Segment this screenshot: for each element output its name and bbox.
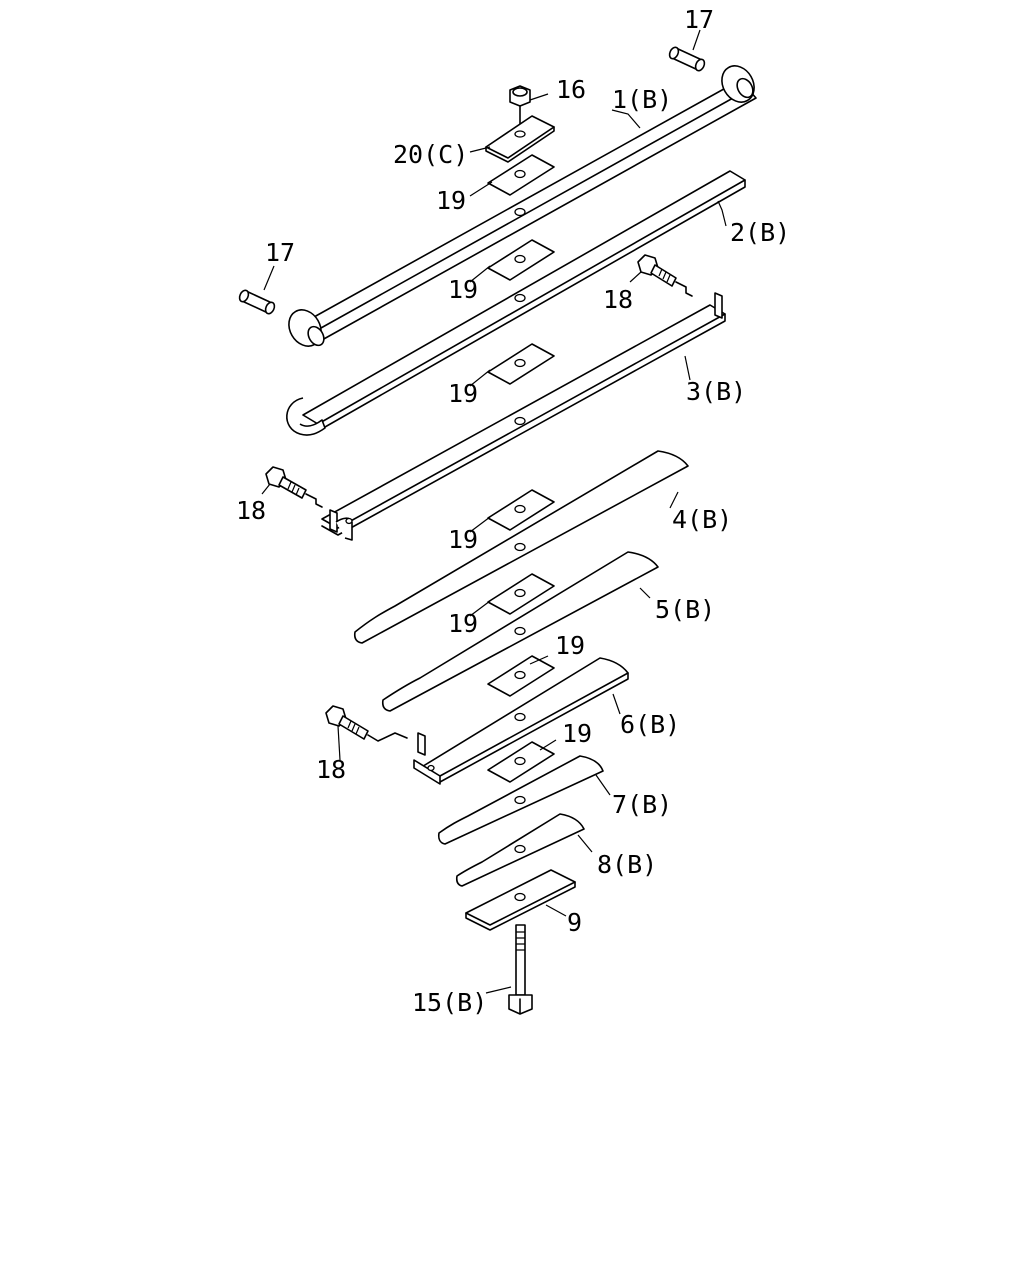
leaf-7 bbox=[437, 755, 604, 845]
label-5: 5(B) bbox=[655, 595, 715, 624]
label-2: 2(B) bbox=[730, 218, 790, 247]
part-17-bushing-top bbox=[668, 46, 706, 72]
label-7: 7(B) bbox=[612, 790, 672, 819]
label-9: 9 bbox=[567, 908, 582, 937]
part-18-bolt-low bbox=[325, 705, 408, 742]
leaf-3 bbox=[321, 292, 726, 541]
label-19-f: 19 bbox=[555, 631, 585, 660]
label-17-top: 17 bbox=[684, 5, 714, 34]
label-18-top: 18 bbox=[603, 285, 633, 314]
part-20-plate bbox=[485, 115, 555, 163]
label-20: 20(C) bbox=[393, 140, 468, 169]
label-19-e: 19 bbox=[448, 609, 478, 638]
leaf-6 bbox=[413, 657, 629, 785]
part-19-pads bbox=[487, 154, 555, 783]
label-19-c: 19 bbox=[448, 379, 478, 408]
part-labels: 17 16 1(B) 20(C) 19 2(B) 17 19 18 19 3(B… bbox=[236, 5, 790, 1017]
label-3: 3(B) bbox=[686, 377, 746, 406]
leaf-8 bbox=[455, 813, 585, 887]
part-18-bolt-top bbox=[637, 254, 693, 297]
label-17-left: 17 bbox=[265, 238, 295, 267]
leaf-5 bbox=[381, 551, 659, 712]
label-8: 8(B) bbox=[597, 850, 657, 879]
label-19-b: 19 bbox=[448, 275, 478, 304]
label-19-d: 19 bbox=[448, 525, 478, 554]
leaf-2 bbox=[286, 170, 746, 436]
part-18-bolt-mid bbox=[265, 466, 323, 508]
leader-lines bbox=[261, 29, 727, 994]
part-15-center-bolt bbox=[508, 924, 533, 1015]
leaf-4 bbox=[353, 450, 689, 644]
label-1: 1(B) bbox=[612, 85, 672, 114]
part-9-plate bbox=[465, 869, 576, 931]
label-4: 4(B) bbox=[672, 505, 732, 534]
label-18-mid: 18 bbox=[236, 496, 266, 525]
label-19-g: 19 bbox=[562, 719, 592, 748]
label-19-a: 19 bbox=[436, 186, 466, 215]
part-17-bushing-left bbox=[238, 289, 276, 315]
label-18-low: 18 bbox=[316, 755, 346, 784]
label-16: 16 bbox=[556, 75, 586, 104]
label-6: 6(B) bbox=[620, 710, 680, 739]
label-15: 15(B) bbox=[412, 988, 487, 1017]
leaf-1-main bbox=[288, 65, 757, 347]
